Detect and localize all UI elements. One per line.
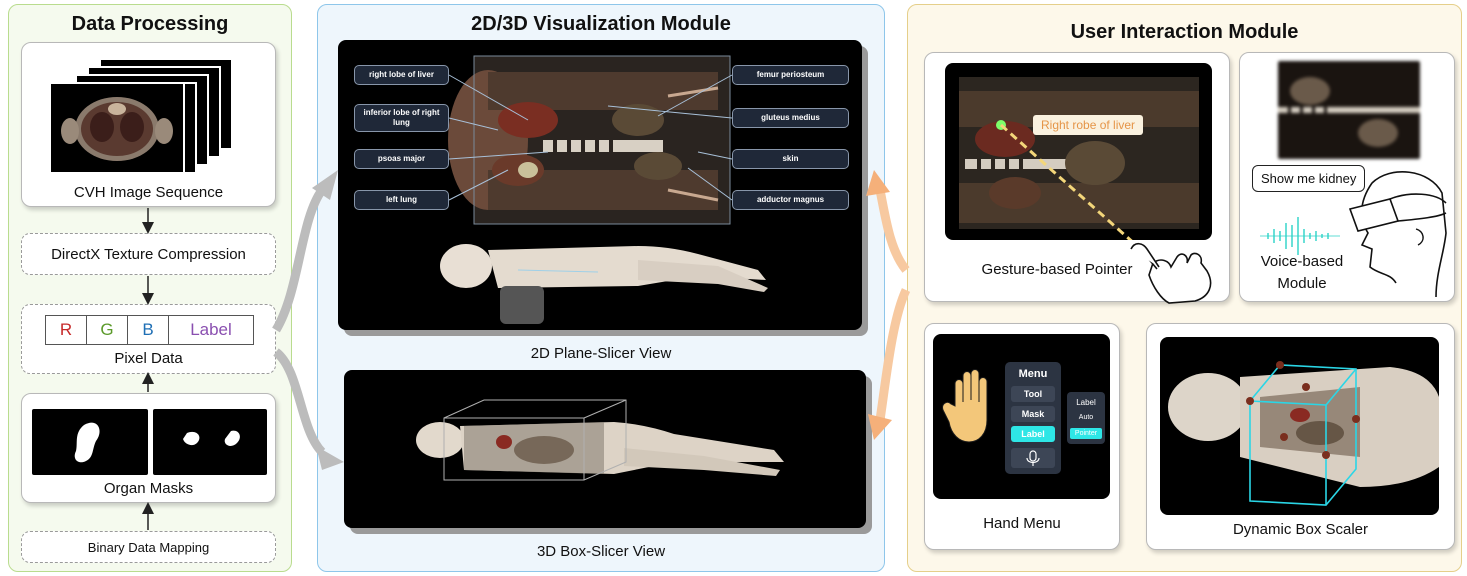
voice-speech-bubble: Show me kidney <box>1252 165 1366 192</box>
gesture-pointer-view: Right robe of liver <box>945 63 1212 240</box>
pixel-data-caption: Pixel Data <box>114 350 183 367</box>
visualization-title: 2D/3D Visualization Module <box>471 13 731 35</box>
box-slicer-caption: 3D Box-Slicer View <box>536 543 666 560</box>
hand-menu-caption: Hand Menu <box>983 515 1061 532</box>
box-scaler-caption: Dynamic Box Scaler <box>1232 521 1369 538</box>
menu-panel: Menu Tool Mask Label <box>1005 362 1061 474</box>
submenu-label: Label <box>1076 398 1096 407</box>
label-skin: skin <box>732 149 849 169</box>
organ-masks-card: Organ Masks <box>21 393 276 503</box>
menu-title: Menu <box>1018 368 1048 380</box>
box-slicer-view <box>344 370 866 528</box>
box-scaler-scene <box>1168 361 1439 506</box>
mask-liver <box>32 409 148 475</box>
pixel-r: R <box>45 315 87 345</box>
plane-slicer-caption: 2D Plane-Slicer View <box>530 345 672 362</box>
raised-hand-icon <box>942 369 988 443</box>
mask-kidneys <box>153 409 267 475</box>
cvh-image-card: CVH Image Sequence <box>21 42 276 207</box>
label-left-lung: left lung <box>354 190 449 210</box>
directx-compression-box: DirectX Texture Compression <box>21 233 276 275</box>
plane-slicer-illustration <box>440 55 768 324</box>
pixel-label: Label <box>168 315 254 345</box>
binary-mapping-box: Binary Data Mapping <box>21 531 276 563</box>
cvh-slices-illustration <box>49 58 233 174</box>
label-right-lobe-liver: right lobe of liver <box>354 65 449 85</box>
gesture-caption: Gesture-based Pointer <box>981 261 1133 278</box>
organ-masks-caption: Organ Masks <box>103 480 194 497</box>
voice-module-card: Show me kidney Voice-based Module <box>1239 52 1455 302</box>
label-psoas-major: psoas major <box>354 149 449 169</box>
voice-caption-line2: Module <box>1277 275 1327 292</box>
hand-menu-view: Menu Tool Mask Label Label Auto Pointer <box>933 334 1110 499</box>
microphone-icon[interactable] <box>1011 448 1055 468</box>
data-processing-title: Data Processing <box>71 13 229 35</box>
gesture-pointer-card: Right robe of liver Gesture-based Pointe… <box>924 52 1230 304</box>
box-scaler-card: Dynamic Box Scaler <box>1146 323 1455 550</box>
label-adductor-magnus: adductor magnus <box>732 190 849 210</box>
hand-menu-card: Menu Tool Mask Label Label Auto Pointer … <box>924 323 1120 550</box>
box-scaler-view <box>1160 337 1439 515</box>
label-inferior-lobe-lung: inferior lobe of right lung <box>354 104 449 132</box>
label-gluteus-medius: gluteus medius <box>732 108 849 128</box>
pointing-hand-icon <box>1130 242 1212 304</box>
voice-caption-line1: Voice-based <box>1260 253 1344 270</box>
menu-item-mask[interactable]: Mask <box>1011 406 1055 422</box>
interaction-title: User Interaction Module <box>1070 21 1299 43</box>
pixel-g: G <box>86 315 128 345</box>
menu-item-tool[interactable]: Tool <box>1011 386 1055 402</box>
voice-kidney-image <box>1278 61 1420 159</box>
plane-slicer-view: right lobe of liver inferior lobe of rig… <box>338 40 862 330</box>
submenu-item-auto[interactable]: Auto <box>1078 414 1094 421</box>
submenu-item-pointer[interactable]: Pointer <box>1070 428 1102 439</box>
box-slicer-illustration <box>416 399 784 481</box>
submenu-panel: Label Auto Pointer <box>1067 392 1105 444</box>
menu-item-label[interactable]: Label <box>1011 426 1055 442</box>
vr-headset-user-icon <box>1260 171 1447 298</box>
cvh-caption: CVH Image Sequence <box>73 184 224 201</box>
label-femur-periosteum: femur periosteum <box>732 65 849 85</box>
gesture-target-tag: Right robe of liver <box>1033 115 1144 135</box>
